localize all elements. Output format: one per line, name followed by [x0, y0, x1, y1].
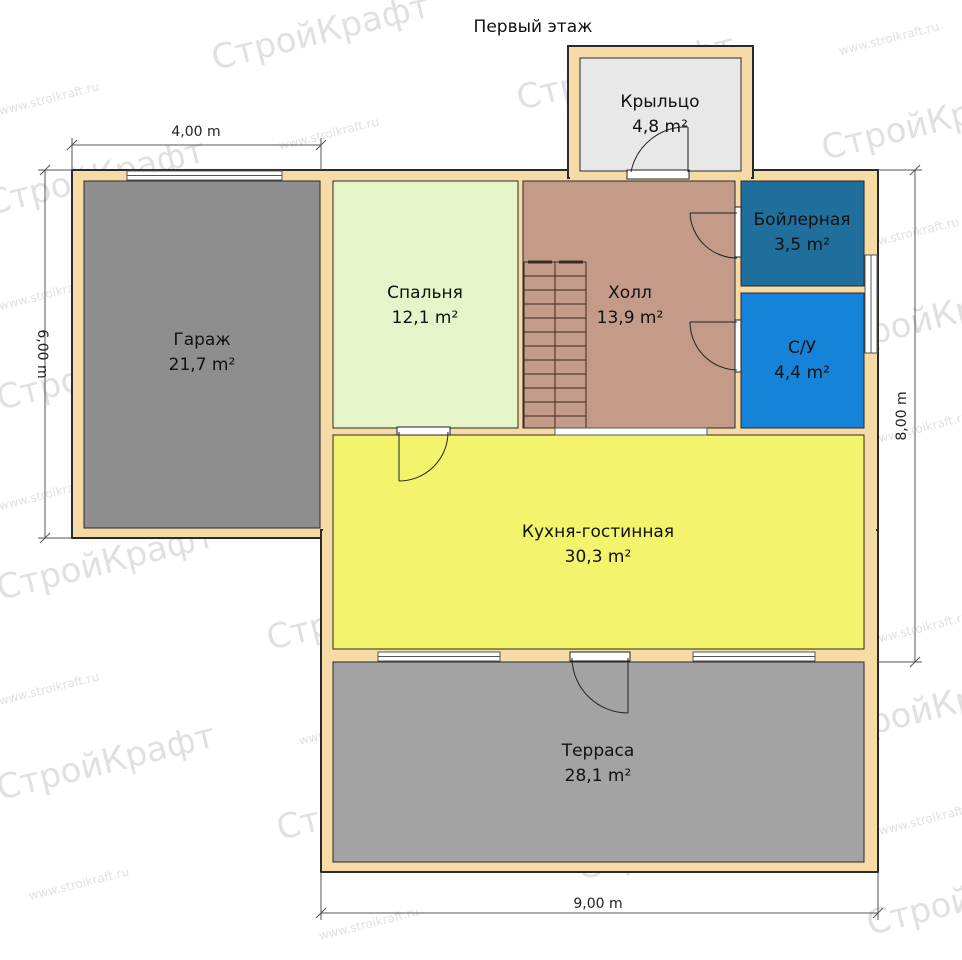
watermark-url: www.stroikraft.ru: [317, 904, 420, 942]
porch-area: 4,8 m²: [632, 117, 688, 137]
kitchen-name: Кухня-гостинная: [522, 522, 674, 542]
door-porch: [626, 126, 690, 180]
watermark-url: www.stroikraft.ru: [837, 19, 940, 57]
boiler-area: 3,5 m²: [774, 235, 830, 255]
room-kitchen: [332, 434, 865, 650]
dim-garage-depth: 6,00 m: [34, 329, 50, 378]
doors: [396, 126, 742, 714]
bath-name: С/У: [788, 338, 817, 358]
hall-area: 13,9 m²: [597, 308, 664, 328]
terrace-area: 28,1 m²: [565, 766, 632, 786]
dim-house-depth: 8,00 m: [894, 391, 910, 440]
door-bath: [689, 319, 742, 373]
terrace-name: Терраса: [561, 741, 635, 761]
kitchen-area: 30,3 m²: [565, 547, 632, 567]
boiler-name: Бойлерная: [754, 210, 851, 230]
dim-garage-width: 4,00 m: [171, 124, 220, 140]
room-boiler: [740, 180, 865, 287]
room-garage: [83, 180, 321, 529]
porch-name: Крыльцо: [620, 92, 699, 112]
door-terrace: [569, 651, 631, 714]
door-boiler: [689, 206, 742, 259]
bath-area: 4,4 m²: [774, 363, 830, 383]
watermark-url: www.stroikraft.ru: [27, 864, 130, 902]
window-hall: [554, 427, 708, 436]
room-bath: [740, 292, 865, 429]
windows: [126, 169, 878, 662]
dimension-lines: [38, 138, 922, 920]
rooms: [83, 57, 865, 863]
room-terrace: [332, 661, 865, 863]
watermark-url: www.stroikraft.ru: [0, 669, 100, 707]
room-porch: [579, 57, 742, 172]
dimension-labels: 4,00 m 6,00 m 8,00 m 9,00 m: [34, 124, 910, 912]
dim-house-width: 9,00 m: [573, 896, 622, 912]
watermark-logo: СтройКрафт: [818, 76, 962, 169]
watermark-url: www.stroikraft.ru: [0, 79, 100, 117]
room-labels: Гараж 21,7 m² Спальня 12,1 m² Холл 13,9 …: [169, 92, 851, 786]
door-bedroom: [396, 426, 451, 482]
staircase: [523, 260, 587, 429]
garage-name: Гараж: [173, 330, 230, 350]
watermark-logo: СтройКрафт: [208, 0, 435, 79]
bedroom-area: 12,1 m²: [392, 308, 459, 328]
garage-area: 21,7 m²: [169, 355, 236, 375]
watermark-logo: СтройКрафт: [0, 716, 219, 809]
plan-title: Первый этаж: [474, 17, 593, 37]
watermark-url: www.stroikraft.ru: [277, 114, 380, 152]
watermark-url: www.stroikraft.ru: [877, 799, 962, 837]
bedroom-name: Спальня: [387, 283, 463, 303]
hall-name: Холл: [608, 283, 652, 303]
room-bedroom: [332, 180, 519, 429]
